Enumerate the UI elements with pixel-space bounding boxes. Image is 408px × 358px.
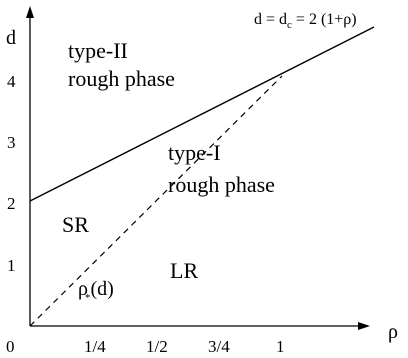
crossover-line [29,75,283,327]
y-tick-4: 4 [7,72,16,91]
type-i-label-line1: type-I [168,140,221,165]
y-tick-1: 1 [7,256,16,275]
x-tick-1-2: 1/2 [146,337,168,356]
type-i-label-line2: rough phase [168,172,275,197]
x-axis-arrow [358,322,370,330]
x-tick-1: 1 [276,337,285,356]
sr-label: SR [62,212,89,237]
lr-label: LR [170,258,198,283]
y-tick-3: 3 [7,133,16,152]
type-ii-label-line2: rough phase [68,66,175,91]
x-tick-0: 0 [6,337,15,356]
crossover-curve-label: ρ*(d) [78,278,114,304]
y-axis-label: d [6,27,16,49]
type-ii-label-line1: type-II [68,38,128,63]
y-axis-arrow [26,6,34,18]
x-axis-label: ρ [388,321,398,343]
y-tick-2: 2 [7,194,16,213]
critical-line-label: d = dc = 2 (1+ρ) [254,11,357,31]
x-tick-3-4: 3/4 [208,337,230,356]
x-tick-1-4: 1/4 [84,337,106,356]
critical-line [29,26,375,202]
